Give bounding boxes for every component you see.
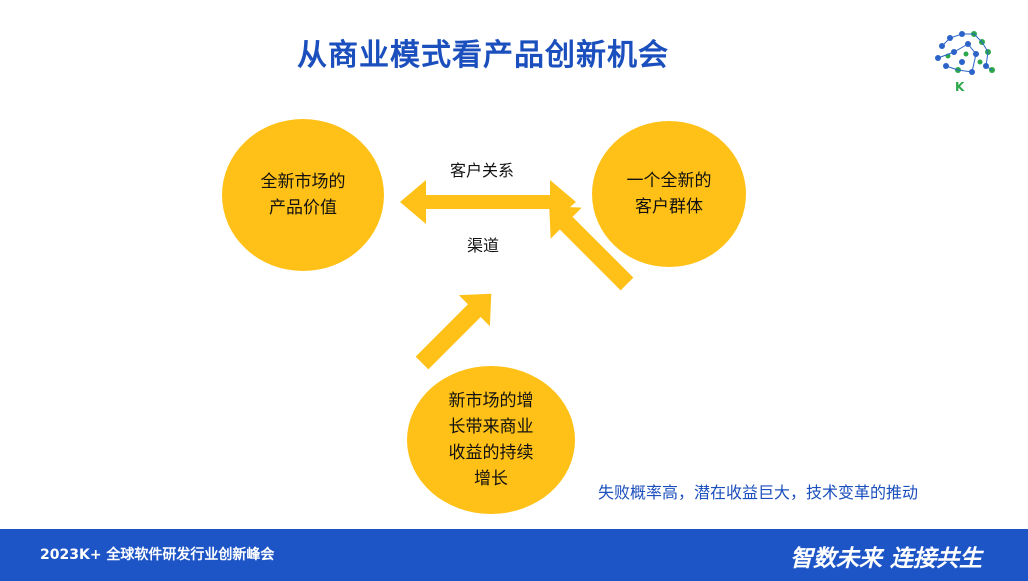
node-product-value: 全新市场的 产品价值 [222, 119, 384, 271]
logo-dots-icon [935, 31, 995, 75]
node-bottom-line3: 收益的持续 [448, 443, 534, 463]
footer-slogan: 智数未来 连接共生 [789, 545, 982, 572]
node-customer-group: 一个全新的 客户群体 [592, 121, 746, 267]
arrow-right-to-bottom-icon [549, 206, 634, 291]
node-bottom-line1: 新市场的增 [448, 391, 534, 411]
summary-note: 失败概率高，潜在收益巨大，技术变革的推动 [598, 483, 919, 502]
arrow-label-channel: 渠道 [467, 236, 500, 255]
node-revenue-growth: 新市场的增 长带来商业 收益的持续 增长 [407, 366, 575, 514]
page-title: 从商业模式看产品创新机会 [297, 38, 669, 73]
logo-letter: K [955, 80, 965, 94]
footer-bar: 2023K+ 全球软件研发行业创新峰会 智数未来 连接共生 [0, 529, 1028, 581]
node-left-line1: 全新市场的 [260, 172, 346, 192]
double-arrow-icon [400, 180, 576, 224]
arrow-label-customer-relationship: 客户关系 [450, 161, 515, 180]
node-bottom-line4: 增长 [474, 469, 508, 489]
node-left-line2: 产品价值 [269, 198, 337, 218]
node-right-line1: 一个全新的 [626, 171, 712, 191]
node-bottom-line2: 长带来商业 [448, 417, 534, 437]
arrow-bottom-to-left-icon [415, 293, 492, 370]
node-right-line2: 客户群体 [635, 197, 703, 217]
footer-event-name: 2023K+ 全球软件研发行业创新峰会 [40, 547, 275, 563]
